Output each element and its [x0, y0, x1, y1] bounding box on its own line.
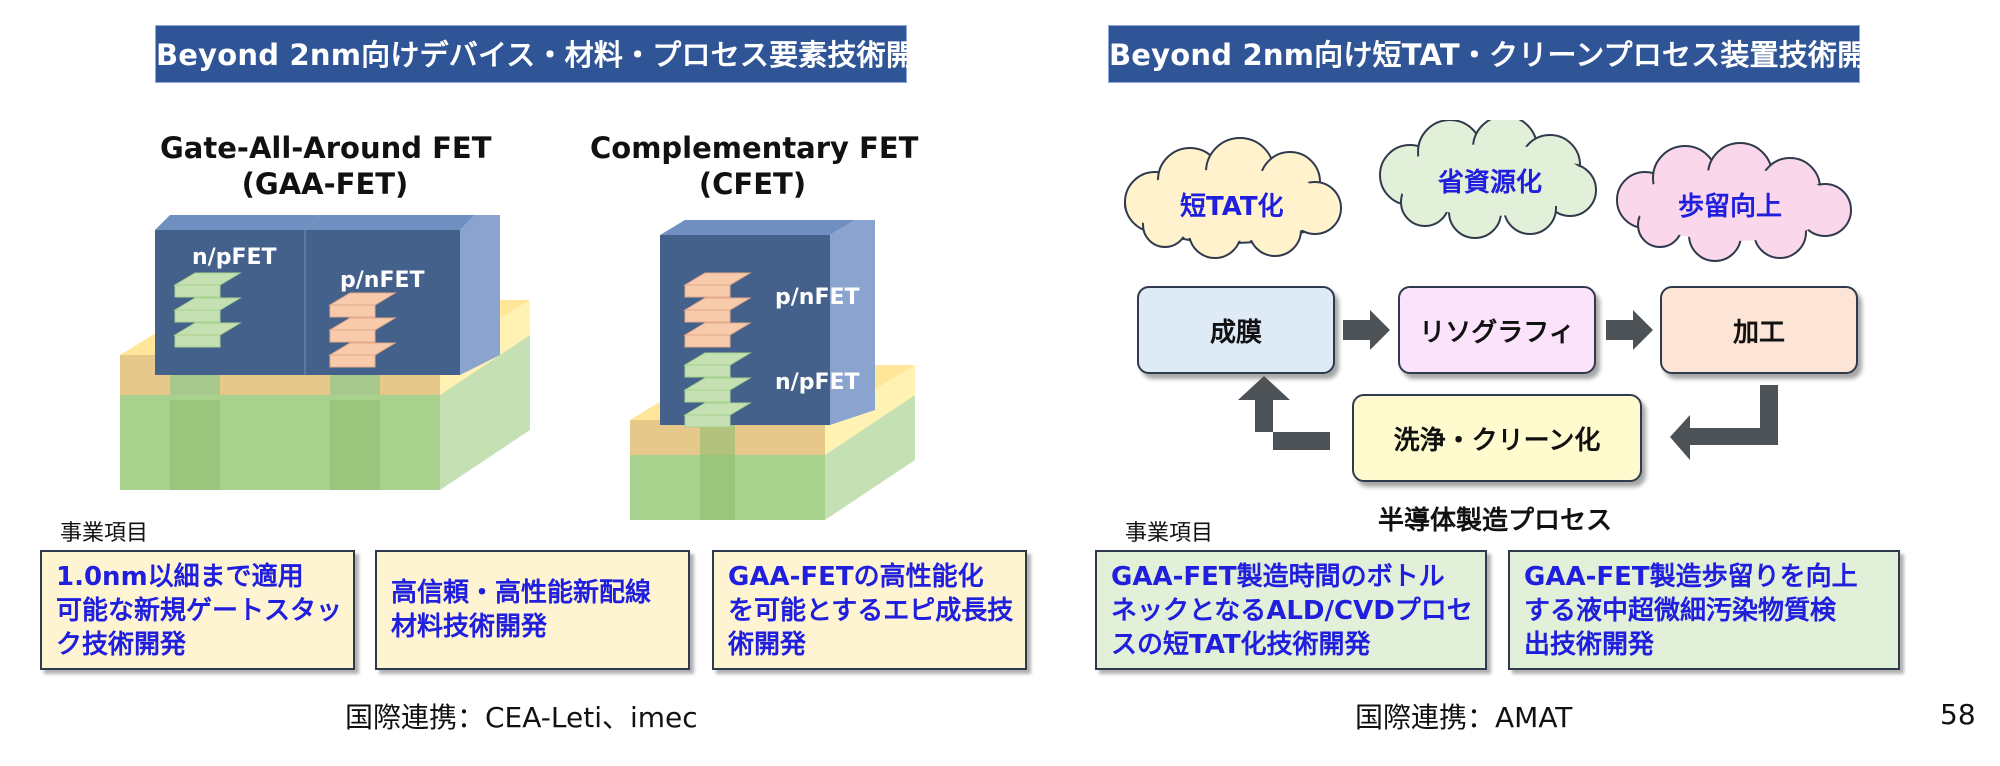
process-etching: 加工 [1660, 286, 1858, 374]
cfet-title-line2: (CFET) [698, 167, 807, 201]
cloud-label-2: 省資源化 [1437, 168, 1542, 198]
right-item-2: GAA-FET製造歩留りを向上 する液中超微細汚染物質検 出技術開発 [1508, 550, 1900, 670]
right-item-2-line-2: する液中超微細汚染物質検 [1524, 596, 1837, 626]
left-item-2-line-2: 材料技術開発 [391, 612, 548, 642]
left-item-1-line-2: 可能な新規ゲートスタッ [56, 596, 343, 626]
cfet-label-top: p/nFET [775, 285, 860, 310]
left-item-1-line-1: 1.0nm以細まで適用 [56, 562, 304, 592]
right-section-label: 事業項目 [1125, 521, 1214, 546]
right-banner: Beyond 2nm向け短TAT・クリーンプロセス装置技術開発 [1108, 25, 1895, 83]
process-arrows [1238, 310, 1778, 460]
left-item-1: 1.0nm以細まで適用 可能な新規ゲートスタッ ク技術開発 [40, 550, 355, 670]
process-title: 半導体製造プロセス [1378, 506, 1613, 536]
process-deposition: 成膜 [1137, 286, 1335, 374]
cfet-illustration [630, 220, 915, 520]
process-lithography: リソグラフィ [1398, 286, 1596, 374]
process-cleaning: 洗浄・クリーン化 [1352, 394, 1642, 482]
page-number: 58 [1940, 698, 1976, 731]
cfet-title: Complementary FET (CFET) [590, 130, 919, 202]
cloud-shapes [1124, 120, 1852, 262]
cfet-label-bottom: n/pFET [775, 370, 860, 395]
left-item-1-line-3: ク技術開発 [56, 630, 187, 660]
right-item-1: GAA-FET製造時間のボトル ネックとなるALD/CVDプロセ スの短TAT化… [1095, 550, 1487, 670]
left-item-2: 高信頼・高性能新配線 材料技術開発 [375, 550, 690, 670]
right-item-1-line-3: スの短TAT化技術開発 [1111, 630, 1371, 660]
left-collaboration: 国際連携：CEA-Leti、imec [345, 701, 698, 734]
gaa-label-right: p/nFET [340, 268, 425, 293]
gaa-fet-title: Gate-All-Around FET (GAA-FET) [160, 130, 492, 202]
left-item-3: GAA-FETの高性能化 を可能とするエピ成長技 術開発 [712, 550, 1027, 670]
left-item-3-line-3: 術開発 [728, 630, 807, 660]
cfet-title-line1: Complementary FET [590, 131, 919, 165]
left-banner: Beyond 2nm向けデバイス・材料・プロセス要素技術開発 [155, 25, 944, 83]
right-item-2-line-3: 出技術開発 [1524, 630, 1655, 660]
left-item-2-line-1: 高信頼・高性能新配線 [391, 578, 652, 608]
left-item-3-line-1: GAA-FETの高性能化 [728, 562, 984, 592]
right-item-2-line-1: GAA-FET製造歩留りを向上 [1524, 562, 1858, 592]
cloud-label-1: 短TAT化 [1180, 192, 1284, 222]
gaa-fet-title-line1: Gate-All-Around FET [160, 131, 492, 165]
left-section-label: 事業項目 [60, 521, 149, 546]
right-item-1-line-2: ネックとなるALD/CVDプロセ [1111, 596, 1473, 626]
right-item-1-line-1: GAA-FET製造時間のボトル [1111, 562, 1445, 592]
gaa-label-left: n/pFET [192, 245, 277, 270]
cloud-label-3: 歩留向上 [1677, 192, 1782, 222]
left-item-3-line-2: を可能とするエピ成長技 [728, 596, 1014, 626]
right-collaboration: 国際連携：AMAT [1355, 701, 1573, 734]
gaa-fet-illustration [120, 215, 530, 490]
gaa-fet-title-line2: (GAA-FET) [241, 167, 409, 201]
